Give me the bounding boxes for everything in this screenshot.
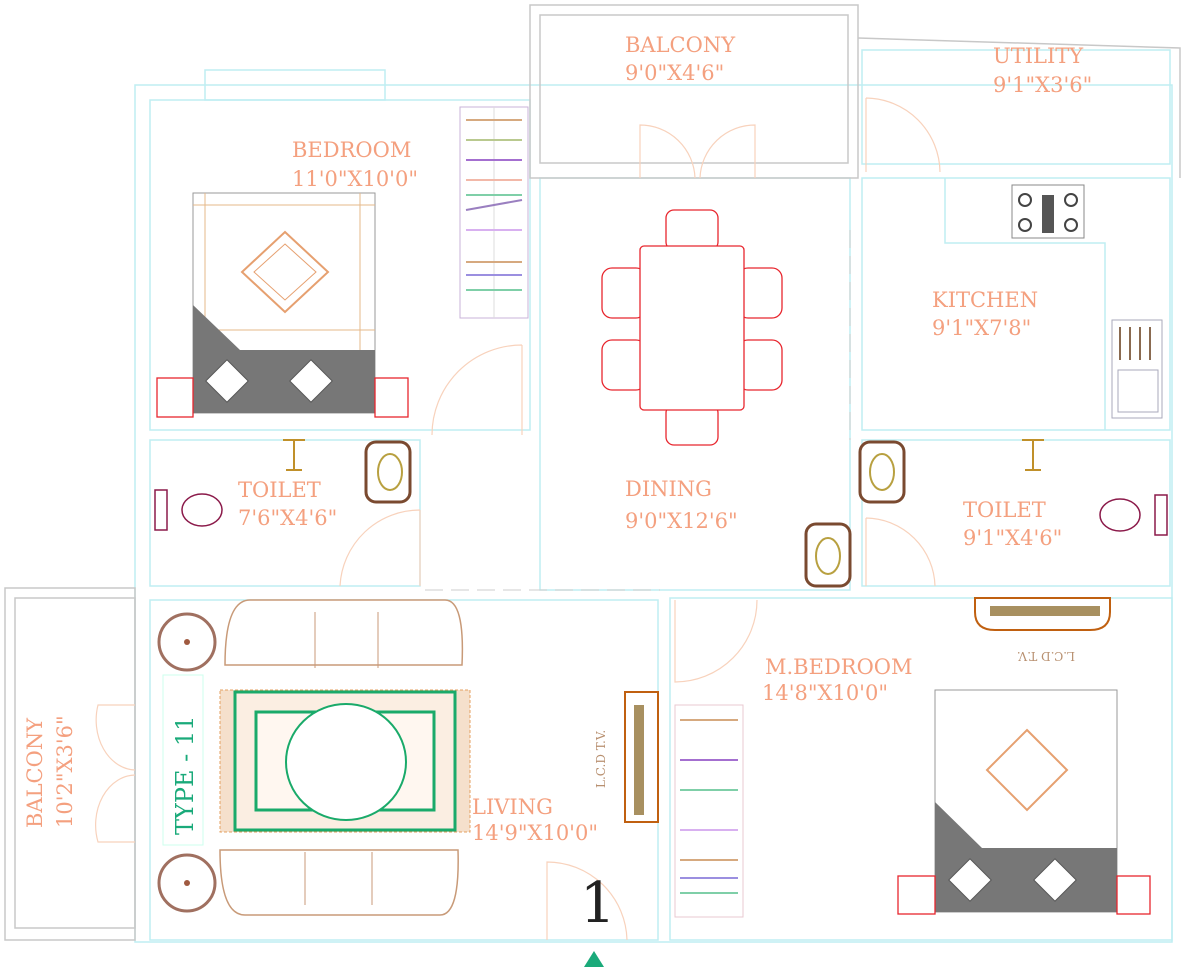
- unit-number: 1: [580, 871, 616, 936]
- living-furniture: TYPE - 11 L.C.D T.V.: [157, 599, 659, 916]
- utility-size: 9'1"X3'6": [993, 73, 1092, 97]
- dining-name: DINING: [625, 477, 712, 501]
- balcony-left-name: BALCONY: [23, 717, 47, 828]
- balcony-left-size: 10'2"X3'6": [53, 715, 77, 828]
- kitchen-size: 9'1"X7'8": [932, 316, 1031, 340]
- kitchen-name: KITCHEN: [932, 288, 1038, 312]
- wardrobe: [459, 106, 529, 319]
- walls: [4, 4, 1181, 943]
- bedroom-name: BEDROOM: [292, 138, 411, 162]
- living-tv-label: L.C.D T.V.: [594, 730, 608, 788]
- entrance-arrow-icon: [584, 951, 604, 967]
- toilet-left-size: 7'6"X4'6": [238, 506, 337, 530]
- living-size: 14'9"X10'0": [472, 821, 598, 845]
- toilet-right-fixtures: [804, 439, 1168, 588]
- utility-name: UTILITY: [993, 44, 1084, 68]
- toilet-left-fixtures: [154, 439, 412, 531]
- bed: [156, 192, 409, 418]
- type-label: TYPE - 11: [171, 716, 199, 835]
- doors[interactable]: [95, 97, 941, 941]
- kitchen-fixtures: [944, 178, 1163, 430]
- toilet-right-size: 9'1"X4'6": [963, 526, 1062, 550]
- living-name: LIVING: [472, 795, 553, 819]
- toilet-right-name: TOILET: [963, 498, 1046, 522]
- master-bedroom-furniture: L.C.D T.V.: [674, 597, 1151, 918]
- mbr-size: 14'8"X10'0": [762, 681, 888, 705]
- toilet-left-name: TOILET: [238, 478, 321, 502]
- dining-size: 9'0"X12'6": [625, 509, 738, 533]
- mbr-tv-label: L.C.D T.V.: [1017, 649, 1075, 663]
- balcony-top-name: BALCONY: [625, 33, 736, 57]
- bedroom-size: 11'0"X10'0": [292, 167, 418, 191]
- balcony-top-size: 9'0"X4'6": [625, 61, 724, 85]
- room-labels: BEDROOM 11'0"X10'0" BALCONY 9'0"X4'6" UT…: [23, 33, 1092, 845]
- dining-table: [601, 209, 783, 446]
- mbr-name: M.BEDROOM: [765, 655, 913, 679]
